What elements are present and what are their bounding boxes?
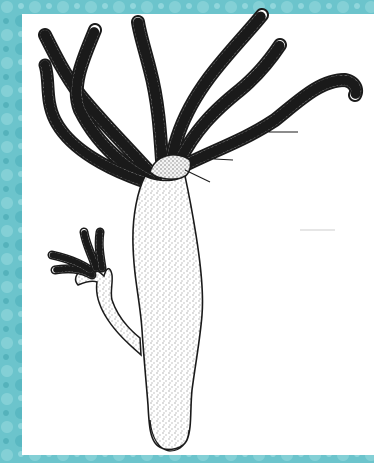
background-tile-top [0,0,374,14]
background-tile-bottom [0,455,374,463]
background-tile-left [0,0,22,463]
